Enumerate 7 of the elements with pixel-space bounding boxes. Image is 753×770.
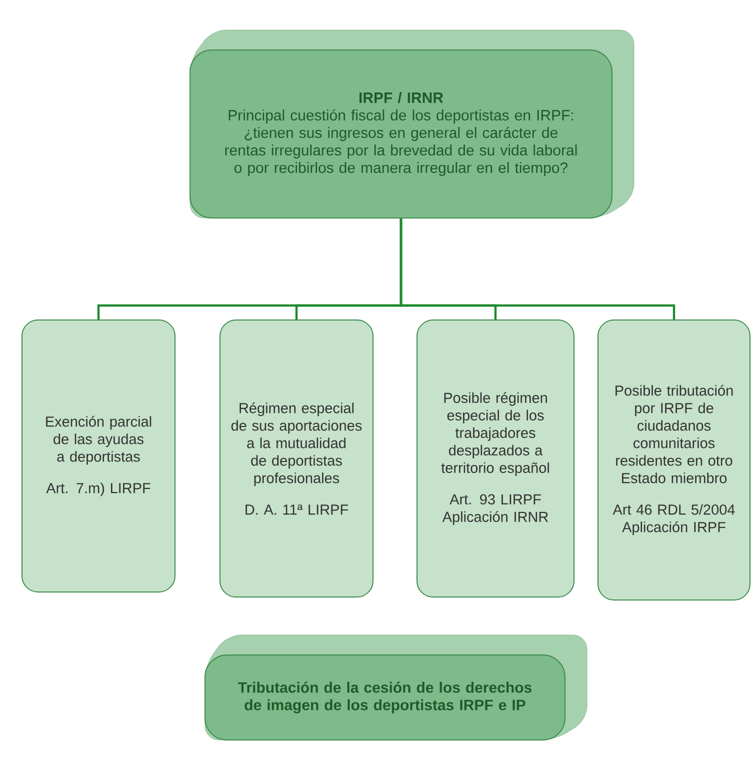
topic-box: Exención parcial de las ayudas a deportistas Art. 7.m) LIRPF	[22, 320, 176, 592]
connector-line	[400, 218, 676, 320]
topic-box: Posible tributación por IRPF de ciudadanos comunitarios residentes en otro Estado miembro Art 46 RDL 5/2004 Aplicación IRPF	[598, 320, 750, 600]
title-box: Tributación de la cesión de los derechos de imagen de los deportistas IRPF e IP	[204, 654, 566, 740]
topic-box: Posible régimen especial de los trabajadores desplazados a territorio español Art. 93 LIRPF Aplicación IRNR	[416, 320, 574, 598]
title-box: IRPF / IRNR Principal cuestión fiscal de los deportistas en IRPF: ¿tienen sus ingresos en general el carácter de rentas irregulares por la brevedad de su vida laboral o por recibirlos de manera irregular en el tiempo?	[190, 50, 612, 218]
topic-box: Régimen especial de sus aportaciones a la mutualidad de deportistas profesionales D. A. 11ª LIRPF	[220, 320, 374, 598]
